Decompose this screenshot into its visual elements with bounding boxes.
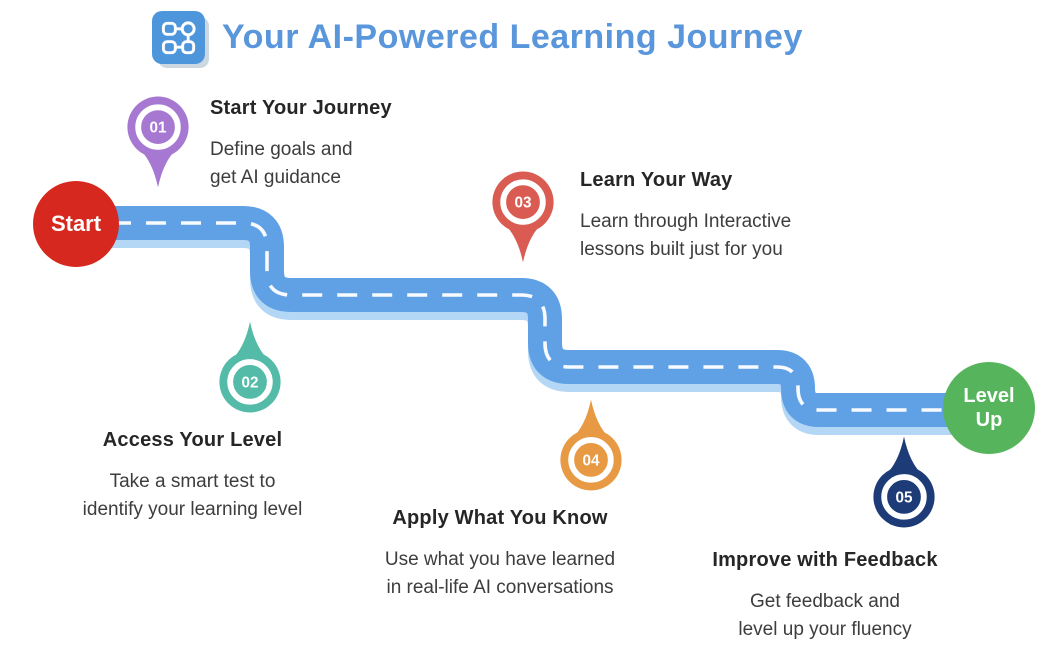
step-4-title: Apply What You Know: [392, 507, 608, 529]
pin-ring: [881, 474, 927, 520]
step-5-description: Get feedback and level up your fluency: [695, 588, 955, 644]
start-label: Start: [50, 211, 102, 236]
pin-ring: [135, 104, 181, 150]
step-4-desc-line1: Use what you have learned: [384, 549, 616, 570]
step-pin-03: 03: [487, 166, 559, 267]
pin-tail: [572, 399, 610, 439]
pin-number: 03: [515, 195, 532, 212]
step-2-title: Access Your Level: [102, 429, 283, 451]
step-1-text: Start Your Journey Define goals and get …: [210, 97, 392, 192]
step-5-desc-line1: Get feedback and: [750, 591, 900, 612]
step-4-text: Apply What You Know Use what you have le…: [345, 507, 655, 602]
pin-number: 05: [896, 489, 913, 506]
pin-ring: [500, 179, 546, 225]
step-pin-02: 02: [214, 317, 286, 418]
step-2-desc-line1: Take a smart test to: [109, 471, 276, 492]
start-circle: Start: [33, 181, 119, 267]
level-up-label-line1: Level: [963, 385, 1015, 407]
step-3-description: Learn through Interactive lessons built …: [580, 208, 791, 264]
step-pin-05: 05: [868, 432, 940, 533]
step-3-desc-line1: Learn through Interactive: [580, 211, 792, 232]
step-4-description: Use what you have learned in real-life A…: [345, 546, 655, 602]
step-2-description: Take a smart test to identify your learn…: [40, 468, 345, 524]
pin-number: 02: [242, 374, 259, 391]
step-1-description: Define goals and get AI guidance: [210, 136, 392, 192]
step-2-text: Access Your Level Take a smart test to i…: [40, 429, 345, 524]
step-3-text: Learn Your Way Learn through Interactive…: [580, 169, 791, 264]
page-title: Your AI-Powered Learning Journey: [222, 18, 803, 56]
level-up-label-line2: Up: [975, 409, 1003, 431]
workflow-blocks-glyph: [161, 20, 196, 54]
step-4-desc-line2: in real-life AI conversations: [386, 577, 614, 598]
pin-number: 04: [583, 452, 600, 469]
step-5-text: Improve with Feedback Get feedback and l…: [695, 549, 955, 644]
step-1-desc-line2: get AI guidance: [210, 167, 341, 188]
step-1-desc-line1: Define goals and: [210, 139, 353, 160]
road-center-dashes: [76, 221, 988, 412]
step-5-desc-line2: level up your fluency: [738, 619, 912, 640]
step-3-title: Learn Your Way: [580, 169, 733, 191]
pin-ring: [568, 437, 614, 483]
pin-number: 01: [150, 120, 167, 137]
step-3-desc-line2: lessons built just for you: [580, 239, 783, 260]
workflow-blocks-icon: [152, 11, 205, 64]
step-5-title: Improve with Feedback: [712, 549, 938, 571]
level-up-circle: Level Up: [943, 362, 1035, 454]
step-pin-04: 04: [555, 395, 627, 496]
pin-tail: [139, 148, 177, 188]
step-pin-01: 01: [122, 91, 194, 192]
pin-tail: [504, 223, 542, 263]
step-2-desc-line2: identify your learning level: [82, 499, 303, 520]
step-1-title: Start Your Journey: [210, 97, 392, 119]
pin-tail: [885, 436, 923, 476]
pin-ring: [227, 359, 273, 405]
pin-tail: [231, 321, 269, 361]
